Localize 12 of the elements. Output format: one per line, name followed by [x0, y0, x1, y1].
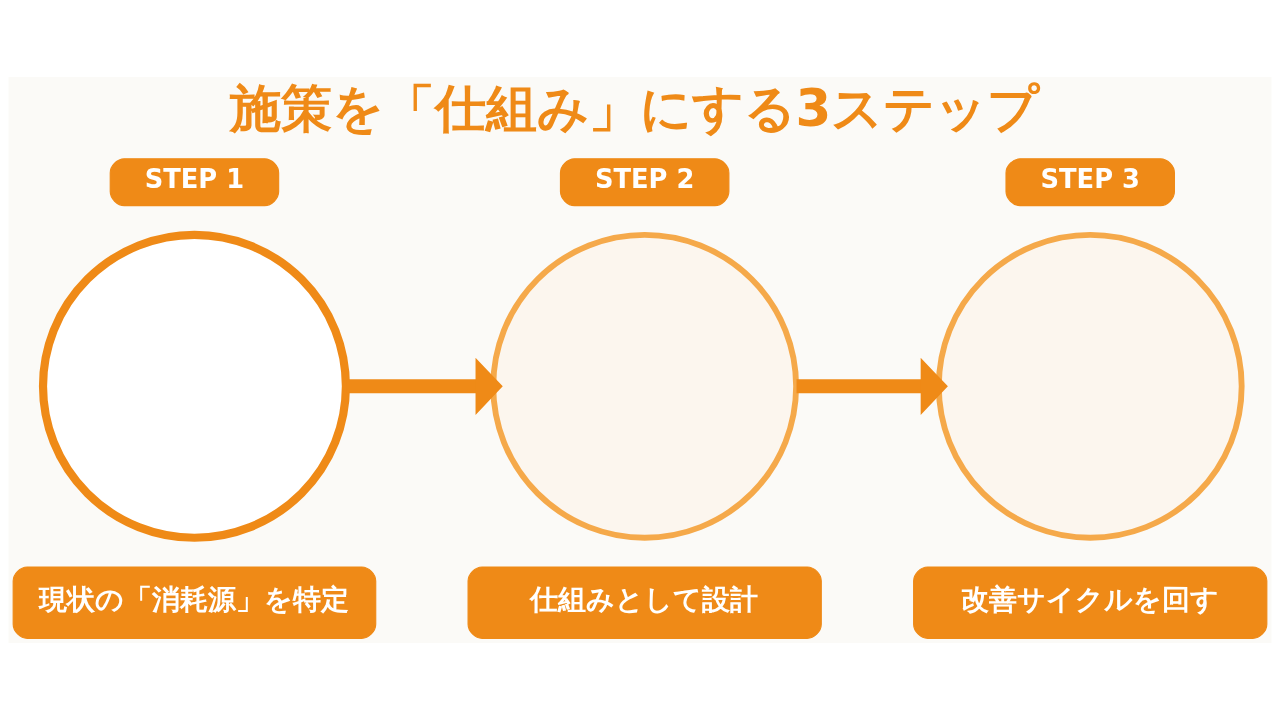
- node-box: STEP 2: [559, 158, 730, 207]
- node-circle: [38, 230, 350, 542]
- node-circle: [935, 231, 1245, 541]
- node-box: 改善サイクルを回す: [913, 566, 1268, 639]
- node-circle: [490, 231, 800, 541]
- node-box: STEP 1: [109, 158, 280, 207]
- arrow: [346, 357, 503, 415]
- node-box: 仕組みとして設計: [467, 566, 822, 639]
- diagram-title: 施策を「仕組み」にする3ステップ: [229, 78, 1040, 139]
- node-box: 現状の「消耗源」を特定: [12, 566, 377, 639]
- node-box: STEP 3: [1005, 158, 1175, 207]
- arrow: [796, 357, 948, 415]
